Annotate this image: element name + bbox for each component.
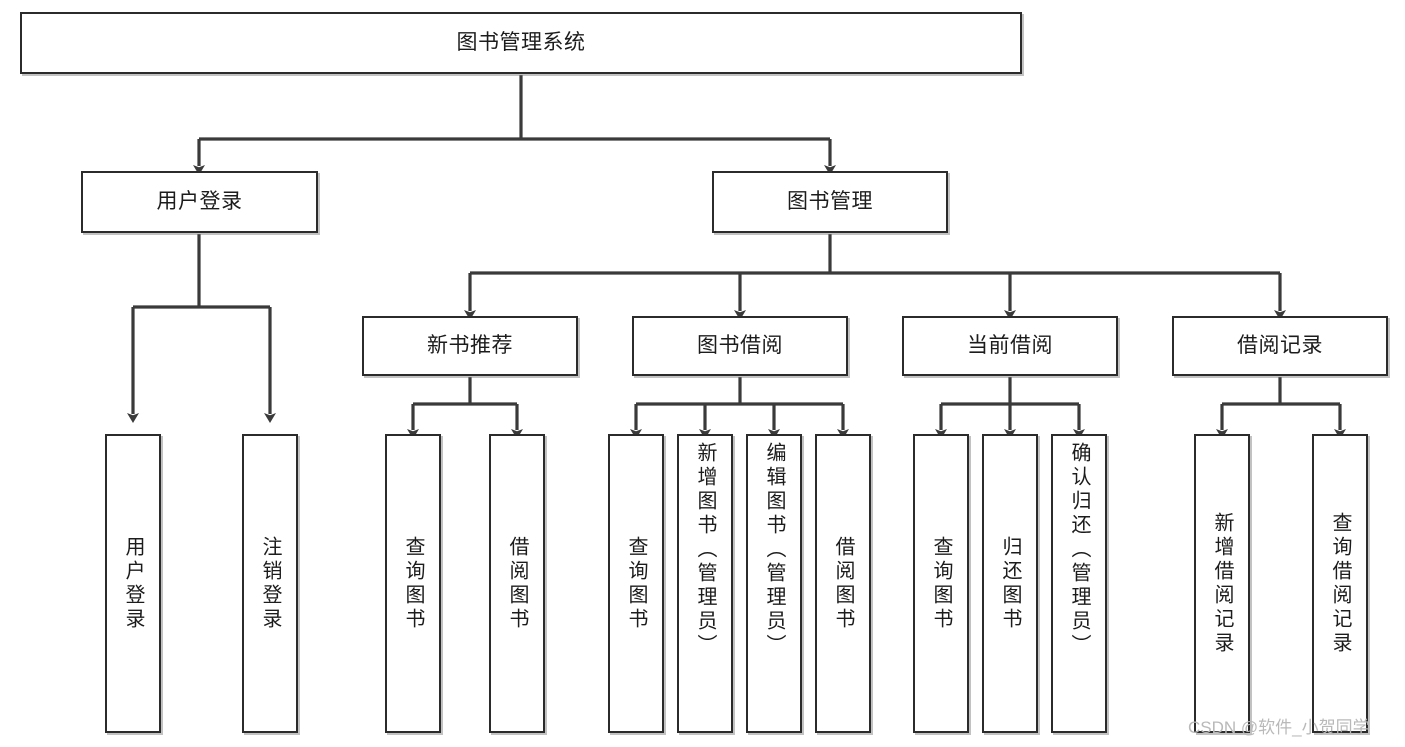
- leaf-add-borrow-record-label: 新增借阅记录: [1211, 511, 1233, 656]
- leaf-logout[interactable]: 注销登录: [242, 434, 298, 733]
- leaf-borrow-book-2[interactable]: 借阅图书: [815, 434, 871, 733]
- leaf-logout-label: 注销登录: [259, 535, 281, 632]
- node-user-login[interactable]: 用户登录: [81, 171, 318, 233]
- leaf-confirm-return-admin-label: 确认归还（管理员）: [1068, 442, 1090, 658]
- node-new-book-recommend-label: 新书推荐: [427, 334, 513, 358]
- leaf-edit-book-admin-label: 编辑图书（管理员）: [763, 442, 785, 658]
- leaf-query-book-1-label: 查询图书: [402, 535, 424, 632]
- node-root-label: 图书管理系统: [456, 31, 586, 55]
- leaf-add-book-admin-label: 新增图书（管理员）: [694, 442, 716, 658]
- leaf-query-book-2[interactable]: 查询图书: [608, 434, 664, 733]
- node-book-borrow-label: 图书借阅: [697, 334, 783, 358]
- leaf-borrow-book-2-label: 借阅图书: [832, 535, 854, 632]
- node-current-borrow-label: 当前借阅: [967, 334, 1053, 358]
- leaf-query-book-1[interactable]: 查询图书: [385, 434, 441, 733]
- node-book-management-label: 图书管理: [787, 190, 873, 214]
- leaf-add-borrow-record[interactable]: 新增借阅记录: [1194, 434, 1250, 733]
- leaf-add-book-admin[interactable]: 新增图书（管理员）: [677, 434, 733, 733]
- leaf-user-login[interactable]: 用户登录: [105, 434, 161, 733]
- leaf-query-book-3-label: 查询图书: [930, 535, 952, 632]
- leaf-query-borrow-record-label: 查询借阅记录: [1329, 511, 1351, 656]
- node-user-login-label: 用户登录: [156, 190, 243, 214]
- leaf-borrow-book-1[interactable]: 借阅图书: [489, 434, 545, 733]
- leaf-confirm-return-admin[interactable]: 确认归还（管理员）: [1051, 434, 1107, 733]
- node-new-book-recommend[interactable]: 新书推荐: [362, 316, 578, 376]
- leaf-query-book-2-label: 查询图书: [625, 535, 647, 632]
- node-book-borrow[interactable]: 图书借阅: [632, 316, 848, 376]
- leaf-query-borrow-record[interactable]: 查询借阅记录: [1312, 434, 1368, 733]
- node-borrow-record-label: 借阅记录: [1237, 334, 1323, 358]
- leaf-return-book-label: 归还图书: [999, 535, 1021, 632]
- leaf-user-login-label: 用户登录: [122, 535, 144, 632]
- node-current-borrow[interactable]: 当前借阅: [902, 316, 1118, 376]
- leaf-return-book[interactable]: 归还图书: [982, 434, 1038, 733]
- node-book-management[interactable]: 图书管理: [712, 171, 948, 233]
- leaf-borrow-book-1-label: 借阅图书: [506, 535, 528, 632]
- node-borrow-record[interactable]: 借阅记录: [1172, 316, 1388, 376]
- leaf-query-book-3[interactable]: 查询图书: [913, 434, 969, 733]
- node-root[interactable]: 图书管理系统: [20, 12, 1022, 74]
- leaf-edit-book-admin[interactable]: 编辑图书（管理员）: [746, 434, 802, 733]
